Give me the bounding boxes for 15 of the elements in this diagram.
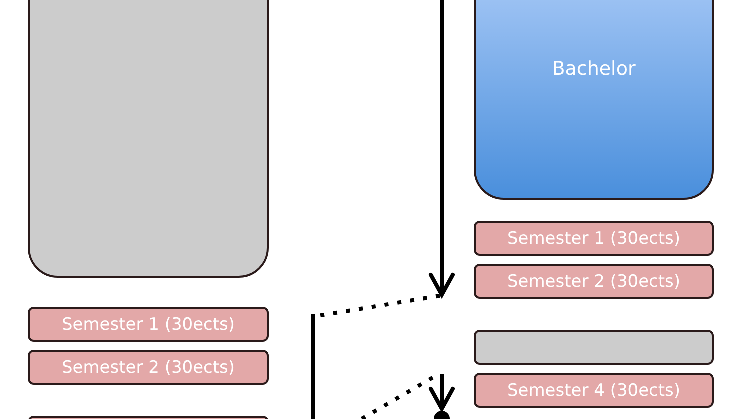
box-label: Semester 2 (30ects) [62, 358, 236, 378]
box-label: Bachelor [552, 58, 636, 80]
semester-bar [474, 221, 714, 256]
box-label: Semester 1 (30ects) [507, 228, 681, 248]
semester-bar [28, 350, 269, 385]
semester-bar [474, 264, 714, 299]
bar [474, 330, 714, 365]
box-label: Semester 2 (30ects) [507, 272, 681, 292]
box-label: Semester 1 (30ects) [62, 314, 236, 334]
semester-bar [474, 373, 714, 408]
box-label: Semester 4 (30ects) [507, 380, 681, 400]
panel [28, 0, 269, 278]
program-box [474, 0, 714, 200]
arrow [429, 374, 455, 414]
semester-bar [28, 307, 269, 342]
